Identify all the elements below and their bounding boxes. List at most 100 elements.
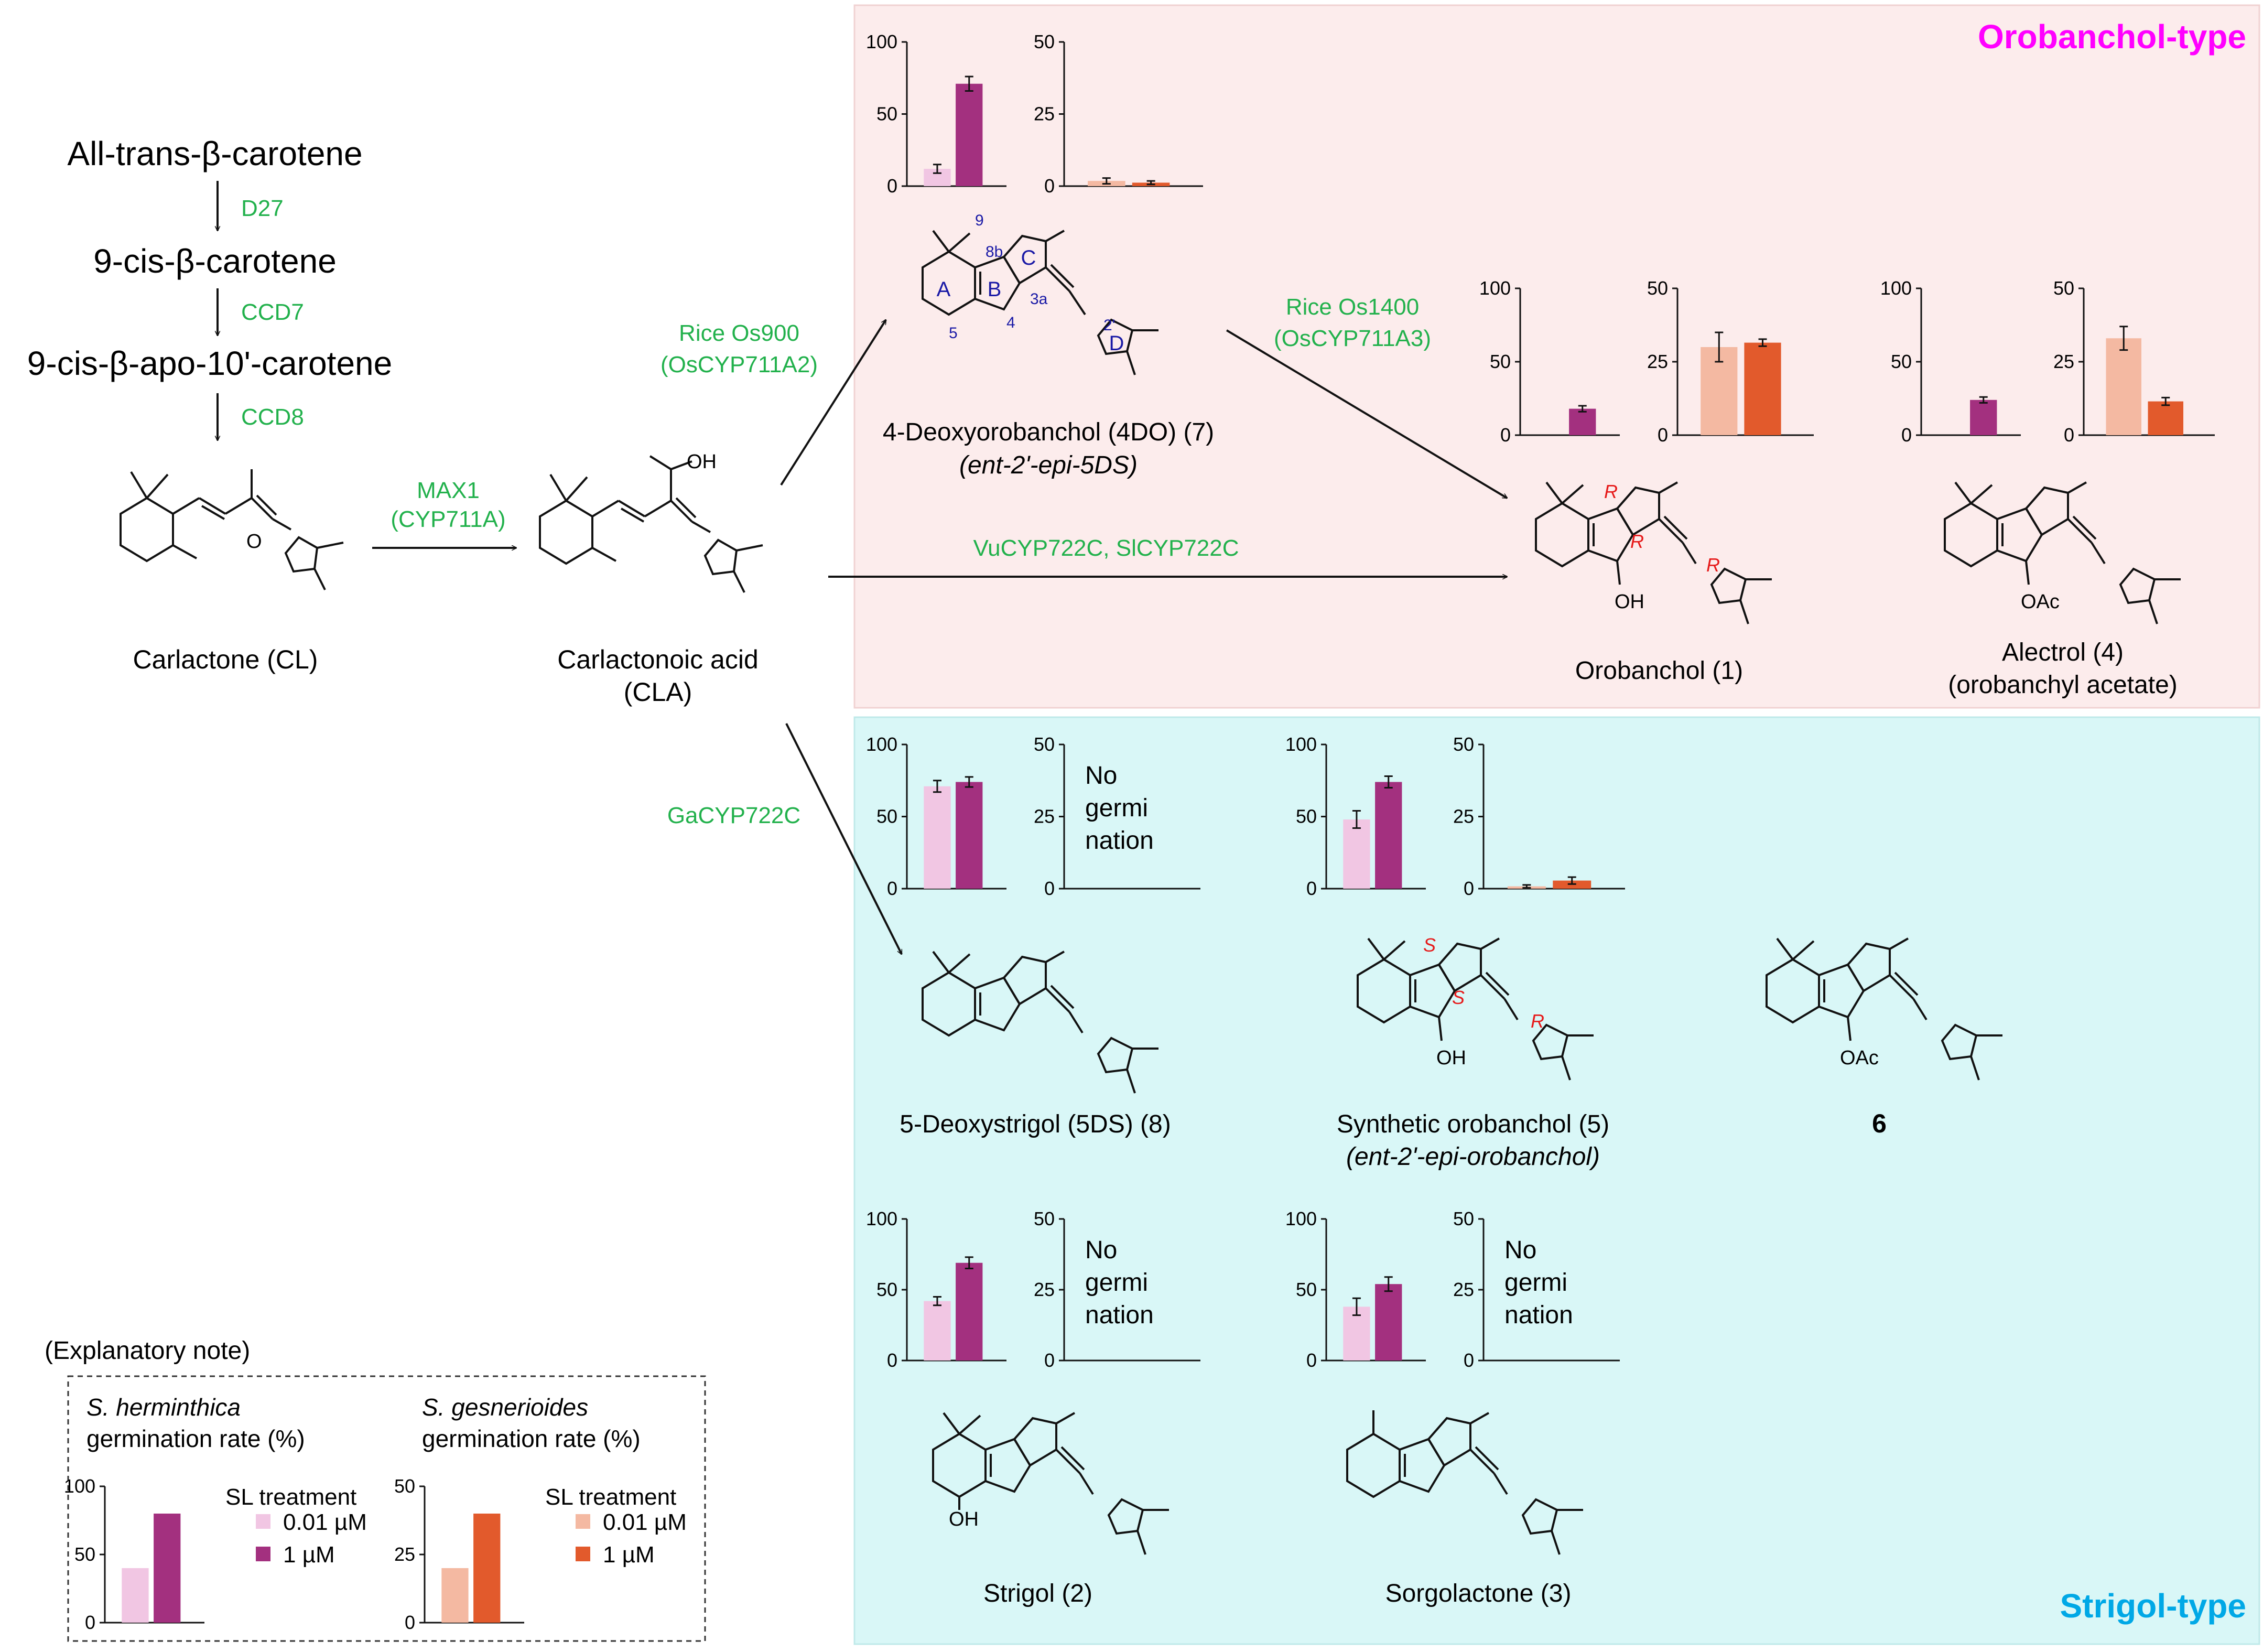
carlactone-structure — [120, 469, 344, 590]
compound-5-label: Synthetic orobanchol (5) — [1337, 1110, 1609, 1138]
y-tick-label: 0 — [1044, 1349, 1055, 1371]
y-tick-label: 0 — [887, 175, 897, 197]
bar-low — [1343, 819, 1370, 889]
legend-ges-species: S. gesnerioides — [422, 1394, 588, 1421]
enzyme-ccd8: CCD8 — [241, 404, 304, 430]
compound-2-structure — [932, 1412, 1169, 1555]
enzyme-os1400: Rice Os1400 — [1286, 294, 1419, 320]
y-tick-label: 0 — [887, 1349, 897, 1371]
compound-8-label: 5-Deoxystrigol (5DS) (8) — [900, 1110, 1171, 1138]
compound-1-structure — [1535, 481, 1772, 624]
orobanchol-type-title: Orobanchol-type — [1978, 18, 2246, 56]
y-tick-label: 0 — [85, 1612, 95, 1633]
bar-low — [2106, 338, 2141, 435]
enzyme-max1: MAX1 — [417, 478, 480, 503]
y-tick-label: 25 — [1647, 351, 1668, 372]
no-germination-text: germi — [1085, 794, 1148, 822]
compound-3-structure — [1346, 1410, 1583, 1555]
no-germination-text: No — [1085, 762, 1117, 790]
y-tick-label: 0 — [2064, 424, 2074, 446]
atom-number-5: 5 — [949, 325, 958, 342]
legend-her-low-label: 0.01 µM — [283, 1509, 367, 1535]
compound-6-label: 6 — [1872, 1109, 1887, 1138]
chart-c2-her: 0 50 100 — [866, 1208, 1006, 1371]
no-germination-text: No — [1504, 1236, 1536, 1264]
bar-high — [154, 1514, 181, 1623]
legend-her-rate: germination rate (%) — [86, 1425, 305, 1452]
cla-oh-label: OH — [687, 451, 717, 473]
bar-high — [956, 782, 983, 889]
y-tick-label: 0 — [1500, 424, 1511, 446]
y-tick-label: 0 — [1306, 1349, 1317, 1371]
enzyme-ccd7: CCD7 — [241, 299, 304, 325]
ring-label-d: D — [1109, 332, 1124, 355]
bar-high — [956, 1262, 983, 1361]
y-tick-label: 0 — [887, 878, 897, 899]
enzyme-d27: D27 — [241, 196, 284, 221]
enzyme-os900-sub: (OsCYP711A2) — [661, 352, 818, 377]
no-germination-text: germi — [1504, 1269, 1567, 1297]
bar-low — [924, 786, 951, 889]
compound-6-structure — [1766, 937, 2002, 1081]
atom-number-2p: 2' — [1103, 317, 1115, 334]
y-tick-label: 0 — [1044, 175, 1055, 197]
bar-high — [1375, 782, 1402, 889]
no-germination-text: nation — [1504, 1301, 1573, 1329]
legend-ges-low-swatch — [576, 1514, 590, 1529]
compound-5-structure — [1357, 937, 1594, 1081]
legend-ges-treatment: SL treatment — [545, 1484, 676, 1510]
compound-1-label: Orobanchol (1) — [1575, 657, 1743, 685]
y-tick-label: 0 — [1044, 878, 1055, 899]
y-tick-label: 50 — [1296, 1279, 1317, 1300]
no-germination-text: No — [1085, 1236, 1117, 1264]
y-tick-label: 50 — [1296, 806, 1317, 827]
y-tick-label: 100 — [866, 1208, 897, 1229]
y-tick-label: 100 — [1285, 733, 1317, 755]
atom-number-9: 9 — [975, 212, 984, 229]
bar-high — [956, 83, 983, 186]
y-tick-label: 50 — [876, 1279, 897, 1300]
legend-ges-rate: germination rate (%) — [422, 1425, 641, 1452]
compound-5-stereo-s1: S — [1423, 934, 1436, 956]
compound-7-structure — [922, 230, 1158, 375]
carlactone-label: Carlactone (CL) — [133, 645, 318, 674]
bar-low — [122, 1568, 149, 1623]
y-tick-label: 0 — [1464, 1349, 1474, 1371]
cla-name: Carlactonoic acid — [557, 645, 759, 674]
y-tick-label: 25 — [1453, 806, 1474, 827]
y-tick-label: 50 — [2053, 277, 2074, 299]
compound-1-stereo-r3: R — [1706, 554, 1720, 576]
y-tick-label: 50 — [1891, 351, 1912, 372]
cla-structure — [539, 455, 763, 593]
atom-number-8b: 8b — [986, 243, 1003, 261]
y-tick-label: 25 — [2053, 351, 2074, 372]
arrow-ga722c — [785, 723, 903, 954]
y-tick-label: 25 — [1034, 103, 1055, 125]
arrow-os1400 — [1226, 329, 1507, 499]
compound-4-label: Alectrol (4) — [2002, 639, 2124, 666]
legend-her-high-swatch — [256, 1547, 270, 1561]
no-germination-text: nation — [1085, 827, 1154, 855]
legend-title: (Explanatory note) — [45, 1337, 250, 1365]
compound-2-oh: OH — [949, 1508, 979, 1530]
y-tick-label: 100 — [866, 733, 897, 755]
y-tick-label: 50 — [1453, 733, 1474, 755]
ring-label-a: A — [937, 278, 951, 301]
legend-her-high-label: 1 µM — [283, 1542, 335, 1568]
compound-5-stereo-s2: S — [1452, 987, 1465, 1008]
enzyme-ga722c: GaCYP722C — [667, 803, 800, 828]
enzyme-cyp722c: VuCYP722C, SlCYP722C — [973, 535, 1239, 561]
no-germination-text: germi — [1085, 1269, 1148, 1297]
compound-4-sublabel: (orobanchyl acetate) — [1948, 671, 2178, 699]
cis-carotene-label: 9-cis-β-carotene — [93, 242, 337, 280]
y-tick-label: 50 — [1034, 1208, 1055, 1229]
